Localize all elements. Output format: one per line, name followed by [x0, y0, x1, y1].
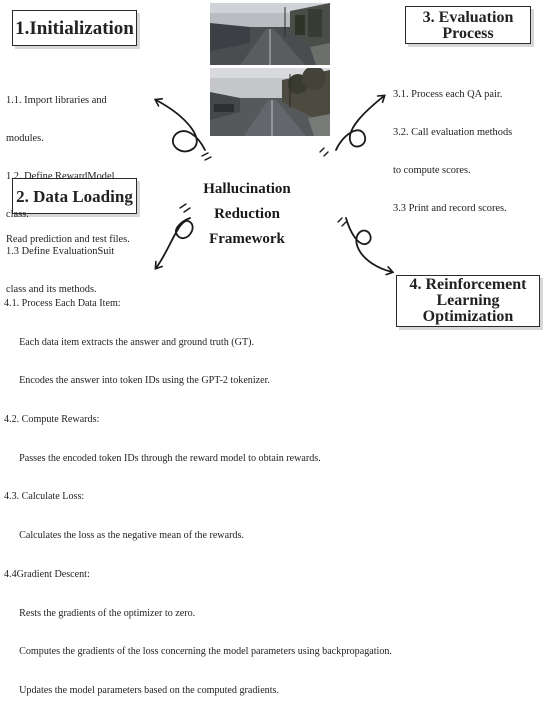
data-loading-text: Read prediction and test files. — [6, 234, 130, 245]
list-item: class and its methods. — [6, 284, 97, 296]
list-item: Encodes the answer into token IDs using … — [4, 375, 270, 387]
street-photo-top — [210, 3, 330, 65]
list-item: class. — [6, 208, 29, 220]
arrow-tick-marks — [201, 152, 212, 161]
initialization-title: 1.Initialization — [15, 17, 134, 39]
list-item: 3.1. Process each QA pair. — [393, 89, 503, 101]
street-photo-bottom — [210, 68, 330, 136]
list-item: Rests the gradients of the optimizer to … — [4, 607, 196, 619]
arrow-tick-marks — [319, 147, 329, 157]
list-item: 4.1. Process Each Data Item: — [4, 297, 121, 309]
list-item: modules. — [6, 132, 44, 144]
reinforcement-learning-title: 4. Reinforcement Learning Optimization — [409, 276, 527, 325]
reinforcement-learning-box: 4. Reinforcement Learning Optimization — [396, 275, 540, 327]
data-loading-box: 2. Data Loading — [12, 178, 137, 214]
arrow-to-initialization — [153, 98, 206, 153]
data-loading-title: 2. Data Loading — [16, 186, 133, 206]
list-item: Passes the encoded token IDs through the… — [4, 452, 321, 464]
evaluation-process-box: 3. Evaluation Process — [405, 6, 531, 44]
arrow-to-reinforcement — [345, 217, 395, 276]
arrow-tick-marks — [337, 217, 347, 227]
list-item: 1.3 Define EvaluationSuit — [6, 246, 115, 258]
list-item: Computes the gradients of the loss conce… — [4, 646, 392, 658]
list-item: 4.3. Calculate Loss: — [4, 491, 85, 503]
evaluation-process-title: 3. Evaluation Process — [422, 9, 514, 42]
arrow-to-evaluation — [335, 94, 386, 151]
initialization-steps: 1.1. Import libraries and modules. 1.2. … — [6, 70, 115, 309]
list-item: Each data item extracts the answer and g… — [4, 336, 255, 348]
list-item: to compute scores. — [393, 164, 471, 176]
list-item: 3.3 Print and record scores. — [393, 202, 507, 214]
list-item: Updates the model parameters based on th… — [4, 685, 279, 696]
arrow-to-data-loading — [154, 217, 194, 270]
arrow-tick-marks — [179, 203, 191, 213]
flow-arrows — [153, 94, 395, 276]
list-item: 1.1. Import libraries and — [6, 95, 107, 107]
list-item: 4.2. Compute Rewards: — [4, 413, 100, 425]
framework-title: Hallucination Reduction Framework — [203, 181, 291, 247]
list-item: Calculates the loss as the negative mean… — [4, 530, 244, 542]
evaluation-steps: 3.1. Process each QA pair. 3.2. Call eva… — [393, 64, 512, 228]
list-item: 1.2. Define RewardModel — [6, 170, 115, 182]
list-item: 3.2. Call evaluation methods — [393, 126, 513, 138]
list-item: 4.4Gradient Descent: — [4, 568, 90, 580]
initialization-box: 1.Initialization — [12, 10, 137, 46]
